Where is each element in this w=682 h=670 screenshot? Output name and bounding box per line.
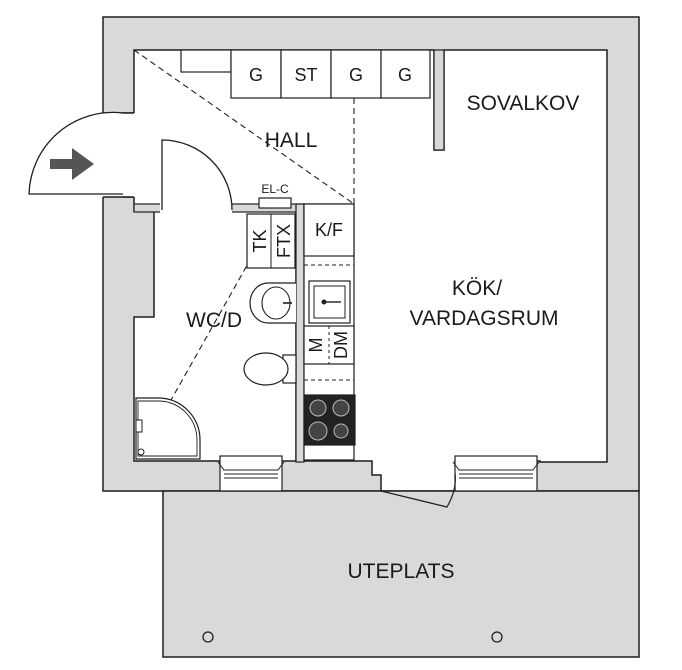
room-label-uteplats: UTEPLATS xyxy=(348,560,455,583)
wc-kitchen-wall xyxy=(295,203,305,463)
window-wc xyxy=(217,455,285,492)
wardrobe-4 xyxy=(380,49,431,99)
uteplats-area xyxy=(162,490,640,658)
sovalkov-wall xyxy=(433,49,445,151)
entrance-arrow-icon xyxy=(50,148,94,180)
room-label-kok: KÖK/ xyxy=(452,277,502,300)
wardrobe-2 xyxy=(280,49,332,99)
room-label-sovalkov: SOVALKOV xyxy=(467,92,580,115)
ftx-label: FTX xyxy=(274,224,294,258)
kitchen-counter: K/F M DM xyxy=(303,203,356,461)
patio-post-left xyxy=(202,631,214,643)
tk-label: TK xyxy=(250,229,270,252)
patio-post-right xyxy=(491,631,503,643)
wardrobe-row: G ST G G xyxy=(180,49,431,99)
wardrobe-1 xyxy=(230,49,282,99)
room-label-hall: HALL xyxy=(265,129,318,152)
wardrobe-3 xyxy=(330,49,382,99)
wardrobe-label-1: G xyxy=(249,65,263,85)
room-label-wc: WC/D xyxy=(186,309,242,332)
wardrobe-label-3: G xyxy=(349,65,363,85)
shower xyxy=(135,397,201,460)
wc-door-opening xyxy=(160,203,232,213)
dm-label: DM xyxy=(331,331,351,359)
wc-sink xyxy=(249,282,296,324)
wardrobe-label-2: ST xyxy=(294,65,317,85)
kf-label: K/F xyxy=(315,220,343,240)
toilet xyxy=(243,352,297,386)
wardrobe-label-4: G xyxy=(398,65,412,85)
patio-door-swing xyxy=(380,472,456,508)
wc-door-swing xyxy=(161,139,233,211)
el-c-box xyxy=(258,197,292,209)
el-c-label: EL-C xyxy=(261,182,289,196)
window-living xyxy=(452,455,540,492)
room-label-vardagsrum: VARDAGSRUM xyxy=(410,307,559,330)
fridge-freezer xyxy=(303,203,355,257)
m-label: M xyxy=(306,338,326,353)
